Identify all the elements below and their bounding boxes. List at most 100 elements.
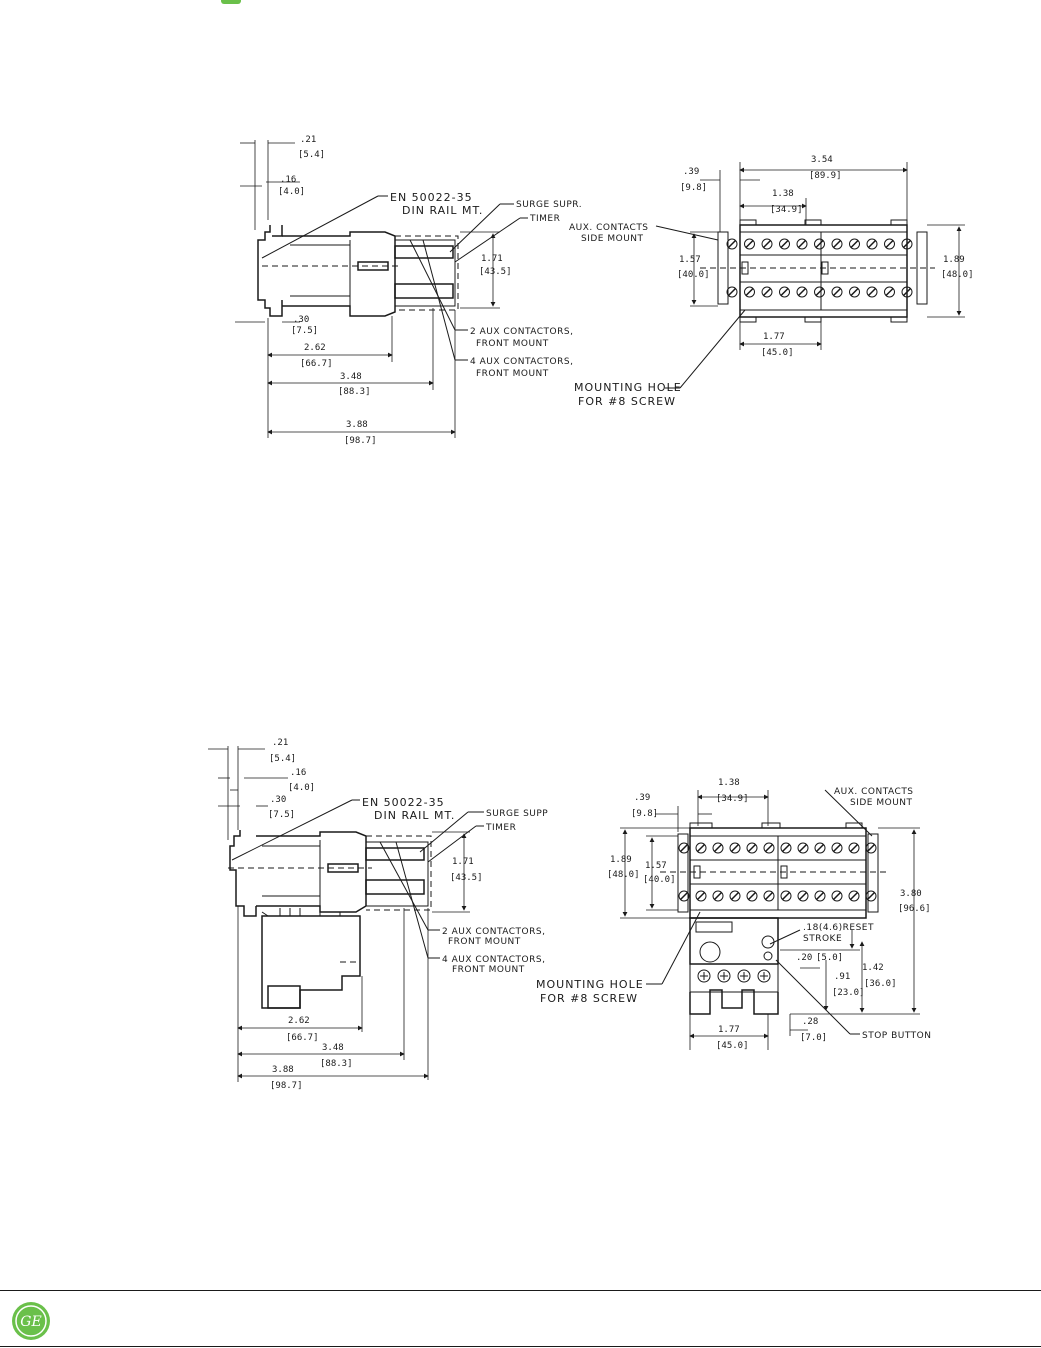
- screw-slot: [781, 843, 791, 853]
- relay-terminal-cross: [760, 972, 768, 980]
- terminal-screw-icon: [761, 238, 773, 250]
- screw-slot: [762, 239, 772, 249]
- terminal-screw-icon: [712, 890, 724, 902]
- terminal-screw-icon: [901, 286, 913, 298]
- terminal-screw-icon: [831, 238, 843, 250]
- terminal-screw-icon: [814, 890, 826, 902]
- dim-text: 1.89: [943, 255, 965, 265]
- dim-text: 1.71: [481, 254, 503, 264]
- dim-text: 3.88: [346, 420, 368, 430]
- terminal-screw-icon: [797, 890, 809, 902]
- dim-text: [5.0]: [816, 953, 843, 963]
- drawing1-front-view: [655, 162, 965, 389]
- terminal-screw-icon: [695, 890, 707, 902]
- dim-text: 1.38: [772, 189, 794, 199]
- screw-slot: [797, 287, 807, 297]
- terminal-screw-icon: [796, 286, 808, 298]
- timer-label: TIMER: [529, 214, 560, 224]
- terminal-screw-icon: [780, 890, 792, 902]
- dim-text: [48.0]: [607, 870, 640, 880]
- terminal-screw-icon: [763, 842, 775, 854]
- dim-text: [66.7]: [300, 359, 333, 369]
- stop-button-label: STOP BUTTON: [862, 1031, 932, 1041]
- dim-text: [98.7]: [344, 436, 377, 446]
- terminal-screw-icon: [831, 890, 843, 902]
- screw-slot: [696, 843, 706, 853]
- ge-logo-text: GE: [20, 1314, 41, 1330]
- screw-slot: [866, 891, 876, 901]
- dim-text: [96.6]: [898, 904, 931, 914]
- screw-slot: [781, 891, 791, 901]
- terminal-screw-icon: [848, 890, 860, 902]
- screw-slot: [797, 239, 807, 249]
- dim-text: [34.9]: [716, 794, 749, 804]
- din-rail-label: DIN RAIL MT.: [374, 809, 455, 822]
- screw-slot: [850, 287, 859, 297]
- ge-logo-icon: GE: [12, 1302, 50, 1340]
- screw-slot: [696, 891, 706, 901]
- screw-slot: [747, 891, 757, 901]
- screw-slot: [849, 891, 859, 901]
- screw-slot: [849, 843, 859, 853]
- dim-text: .91: [834, 972, 850, 982]
- dim-text: 1.71: [452, 857, 474, 867]
- screw-slot: [867, 287, 877, 297]
- terminal-screw-icon: [744, 238, 755, 250]
- terminal-screw-icon: [831, 286, 843, 298]
- dim-text: 3.88: [272, 1065, 294, 1075]
- screw-slot: [764, 891, 774, 901]
- dim-text: 2.62: [288, 1016, 310, 1026]
- screw-slot: [713, 843, 723, 853]
- drawing2-terminal-screws: [678, 842, 877, 983]
- terminal-screw-icon: [849, 286, 860, 298]
- dim-text: .39: [634, 793, 650, 803]
- dim-text: [40.0]: [643, 875, 676, 885]
- screw-slot: [679, 843, 689, 853]
- terminal-screw-icon: [744, 286, 755, 298]
- aux2-label: FRONT MOUNT: [448, 937, 521, 947]
- aux4-label: 4 AUX CONTACTORS,: [470, 357, 573, 367]
- dim-text: [7.5]: [268, 810, 295, 820]
- aux2-label: 2 AUX CONTACTORS,: [442, 927, 545, 937]
- dim-text: .30: [270, 795, 286, 805]
- terminal-screw-icon: [779, 238, 790, 250]
- mounting-hole-label: FOR #8 SCREW: [540, 992, 638, 1005]
- screw-slot: [902, 287, 912, 297]
- dim-text: [89.9]: [809, 171, 842, 181]
- dim-text: 3.80: [900, 889, 922, 899]
- dim-text: 3.48: [322, 1043, 344, 1053]
- dim-text: 2.62: [304, 343, 326, 353]
- dim-text: [45.0]: [761, 348, 794, 358]
- dim-text: [7.5]: [291, 326, 318, 336]
- dim-text: [4.0]: [288, 783, 315, 793]
- aux2-label: 2 AUX CONTACTORS,: [470, 327, 573, 337]
- terminal-screw-icon: [865, 842, 877, 854]
- screw-slot: [679, 891, 689, 901]
- drawing1-terminal-screws: [726, 238, 913, 298]
- mounting-hole-label: MOUNTING HOLE: [574, 381, 682, 394]
- dim-text: [48.0]: [941, 270, 974, 280]
- dim-text: .20: [796, 953, 812, 963]
- reset-stroke-label: STROKE: [803, 934, 842, 944]
- footer-bottom-rule: [0, 1346, 1041, 1347]
- dim-text: 1.38: [718, 778, 740, 788]
- terminal-screw-icon: [779, 286, 790, 298]
- drawing2-front-view: [620, 789, 920, 1050]
- dim-text: .21: [272, 738, 288, 748]
- drawing2-front-labels: .39 [9.8] 1.38 [34.9] AUX. CONTACTS SIDE…: [536, 778, 932, 1051]
- relay-terminal-cross: [740, 972, 748, 980]
- dim-text: [43.5]: [479, 267, 512, 277]
- dim-text: .30: [293, 315, 309, 325]
- dim-text: 1.77: [718, 1025, 740, 1035]
- dim-text: [36.0]: [864, 979, 897, 989]
- aux-side-label: AUX. CONTACTS: [569, 223, 649, 233]
- drawing1-front-labels: 3.54 [89.9] .39 [9.8] 1.38 [34.9] AUX. C…: [569, 155, 974, 408]
- terminal-screw-icon: [849, 238, 860, 250]
- screw-slot: [764, 843, 774, 853]
- screw-slot: [867, 239, 877, 249]
- dim-text: [66.7]: [286, 1033, 319, 1043]
- terminal-screw-icon: [761, 286, 773, 298]
- aux-side-label: AUX. CONTACTS: [834, 787, 914, 797]
- dim-text: 1.77: [763, 332, 785, 342]
